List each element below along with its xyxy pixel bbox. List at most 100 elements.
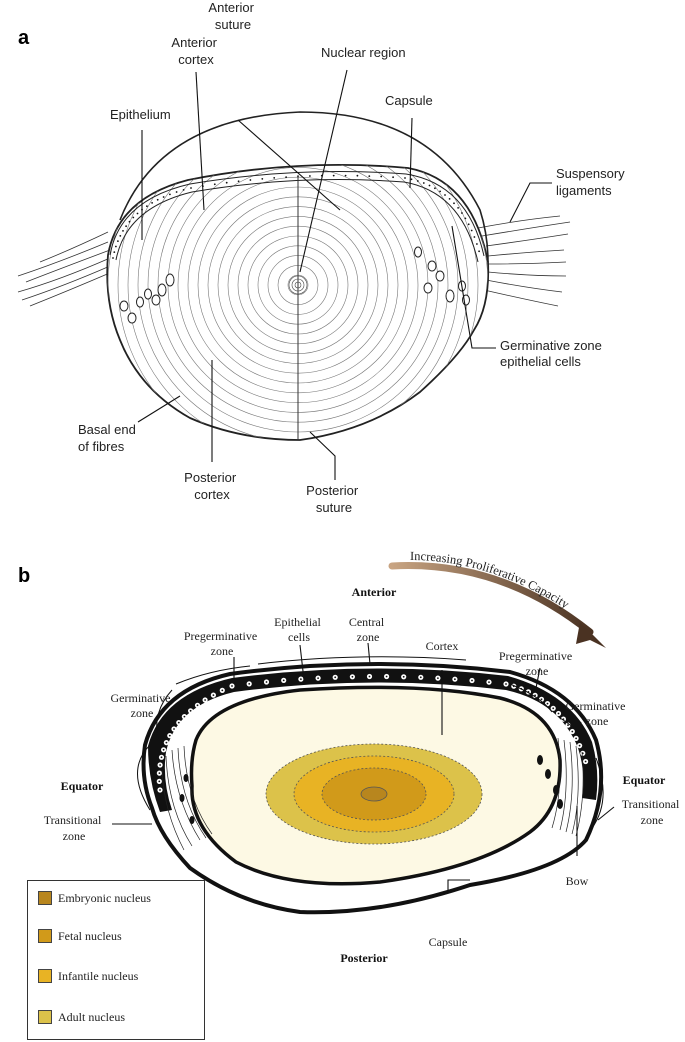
legend-swatch xyxy=(38,929,52,943)
epithelium-dot xyxy=(119,235,122,237)
epithelium-dot xyxy=(285,176,287,179)
epithelium-dot xyxy=(380,175,383,178)
epithelial-cell-nucleus xyxy=(437,677,439,679)
label-anterior-cortex: Anterior cortex xyxy=(171,35,220,67)
epithelial-cell-nucleus xyxy=(221,689,224,692)
epithelial-cell-nucleus xyxy=(584,760,587,763)
label-posterior-cortex: Posterior cortex xyxy=(184,470,240,502)
epithelium-dot xyxy=(156,198,159,201)
epithelium-dot xyxy=(175,191,178,193)
legend-item-embryonic: Embryonic nucleus xyxy=(38,889,151,907)
legend-label: Embryonic nucleus xyxy=(58,890,151,905)
label-germinative-left: Germinative zone xyxy=(111,691,174,720)
epithelium-dot xyxy=(182,189,185,191)
label-central-zone: Central zone xyxy=(349,615,387,644)
epithelium-dot xyxy=(467,223,470,226)
epithelium-dot xyxy=(309,175,311,177)
epithelium-dot xyxy=(136,212,139,215)
epithelial-cell-nucleus xyxy=(402,675,405,678)
panel-a-letter: a xyxy=(18,27,30,49)
epithelium-dot xyxy=(453,202,455,205)
epithelial-cell-nucleus xyxy=(334,676,337,679)
epithelial-cell-nucleus xyxy=(351,675,354,678)
epithelial-cell-nucleus xyxy=(231,685,233,687)
epithelial-cell-nucleus xyxy=(158,772,161,774)
label-epithelium: Epithelium xyxy=(110,107,171,122)
epithelium-dot xyxy=(448,198,451,200)
label-capsule-a: Capsule xyxy=(385,93,433,108)
epithelial-cell-nucleus xyxy=(159,789,161,791)
epithelium-dot xyxy=(439,190,441,193)
epithelium-dot xyxy=(132,216,135,219)
epithelium-dot xyxy=(461,212,463,214)
epithelium-dot xyxy=(117,240,119,243)
epithelium-dot xyxy=(356,174,359,177)
epithelial-cell-nucleus xyxy=(177,721,180,724)
epithelium-dot xyxy=(464,217,467,220)
epithelial-cell-nucleus xyxy=(168,734,171,737)
left-suspensory-ligaments xyxy=(17,231,113,307)
panel-b-letter: b xyxy=(18,565,30,587)
epithelial-cell-nucleus xyxy=(385,675,388,678)
epithelial-cell-nucleus xyxy=(552,707,555,710)
epithelial-cell-nucleus xyxy=(575,737,577,740)
epithelium-dot xyxy=(457,207,459,209)
epithelium-dot xyxy=(151,202,154,204)
epithelium-dot xyxy=(249,179,252,181)
epithelium-dot xyxy=(112,257,114,259)
epithelial-cell-nucleus xyxy=(546,702,549,705)
epithelium-dot xyxy=(113,251,116,254)
epithelial-cell-nucleus xyxy=(419,676,422,679)
proliferative-capacity-arrow xyxy=(388,562,594,636)
epithelial-cell-nucleus xyxy=(265,681,268,683)
epithelium-dot xyxy=(261,178,264,180)
epithelial-cell-nucleus xyxy=(368,675,371,678)
epithelial-cell-nucleus xyxy=(196,704,199,707)
epithelium-dot xyxy=(225,181,228,184)
label-pregerminative-left: Pregerminative zone xyxy=(184,629,260,658)
epithelium-dot xyxy=(213,183,216,186)
epithelium-dot xyxy=(444,194,446,196)
legend-label: Adult nucleus xyxy=(58,1009,125,1024)
epithelial-cell-nucleus xyxy=(204,699,207,701)
label-equator-left: Equator xyxy=(61,779,104,793)
legend-swatch xyxy=(38,969,52,983)
epithelium-dot xyxy=(478,250,480,253)
epithelium-dot xyxy=(190,187,192,189)
epithelium-dot xyxy=(128,220,131,223)
epithelial-cell-nucleus xyxy=(300,678,302,680)
anterior-capsule-outline xyxy=(119,111,489,263)
label-anterior: Anterior xyxy=(352,585,397,599)
label-nuclear-region: Nuclear region xyxy=(321,45,406,60)
epithelium-dot xyxy=(122,230,124,232)
fiber-ring xyxy=(117,164,479,440)
epithelial-cell-nucleus xyxy=(183,715,186,718)
epithelial-cell-nucleus xyxy=(159,764,162,766)
legend-label: Fetal nucleus xyxy=(58,928,122,943)
epithelial-cell-nucleus xyxy=(471,679,473,682)
epithelial-cell-nucleus xyxy=(173,728,175,730)
epithelial-cell-nucleus xyxy=(488,681,490,683)
epithelial-cell-nucleus xyxy=(212,694,215,696)
epithelial-cell-nucleus xyxy=(282,679,285,682)
label-posterior: Posterior xyxy=(340,951,388,965)
legend-label: Infantile nucleus xyxy=(58,968,139,983)
epithelial-cell-nucleus xyxy=(317,677,319,679)
label-cortex: Cortex xyxy=(426,639,459,653)
epithelium-dot xyxy=(416,180,419,182)
epithelial-cell-nucleus xyxy=(505,683,507,685)
epithelium-dot xyxy=(237,180,240,183)
label-germinative-zone-a: Germinative zone epithelial cells xyxy=(500,338,606,369)
epithelium-dot xyxy=(332,174,335,177)
panel-b-labels: Anterior Posterior Equator Equator Prege… xyxy=(44,585,680,965)
bow-nuclei xyxy=(179,755,563,824)
epithelial-cell-nucleus xyxy=(158,780,161,783)
epithelial-cell-nucleus xyxy=(540,698,543,701)
label-pregerminative-right: Pregerminative zone xyxy=(499,649,575,678)
epithelial-cell-nucleus xyxy=(248,683,251,685)
label-equator-right: Equator xyxy=(623,773,666,787)
epithelium-dot xyxy=(476,243,478,245)
label-transitional-left: Transitional zone xyxy=(44,813,105,843)
panel-a-leader-lines xyxy=(137,69,552,480)
